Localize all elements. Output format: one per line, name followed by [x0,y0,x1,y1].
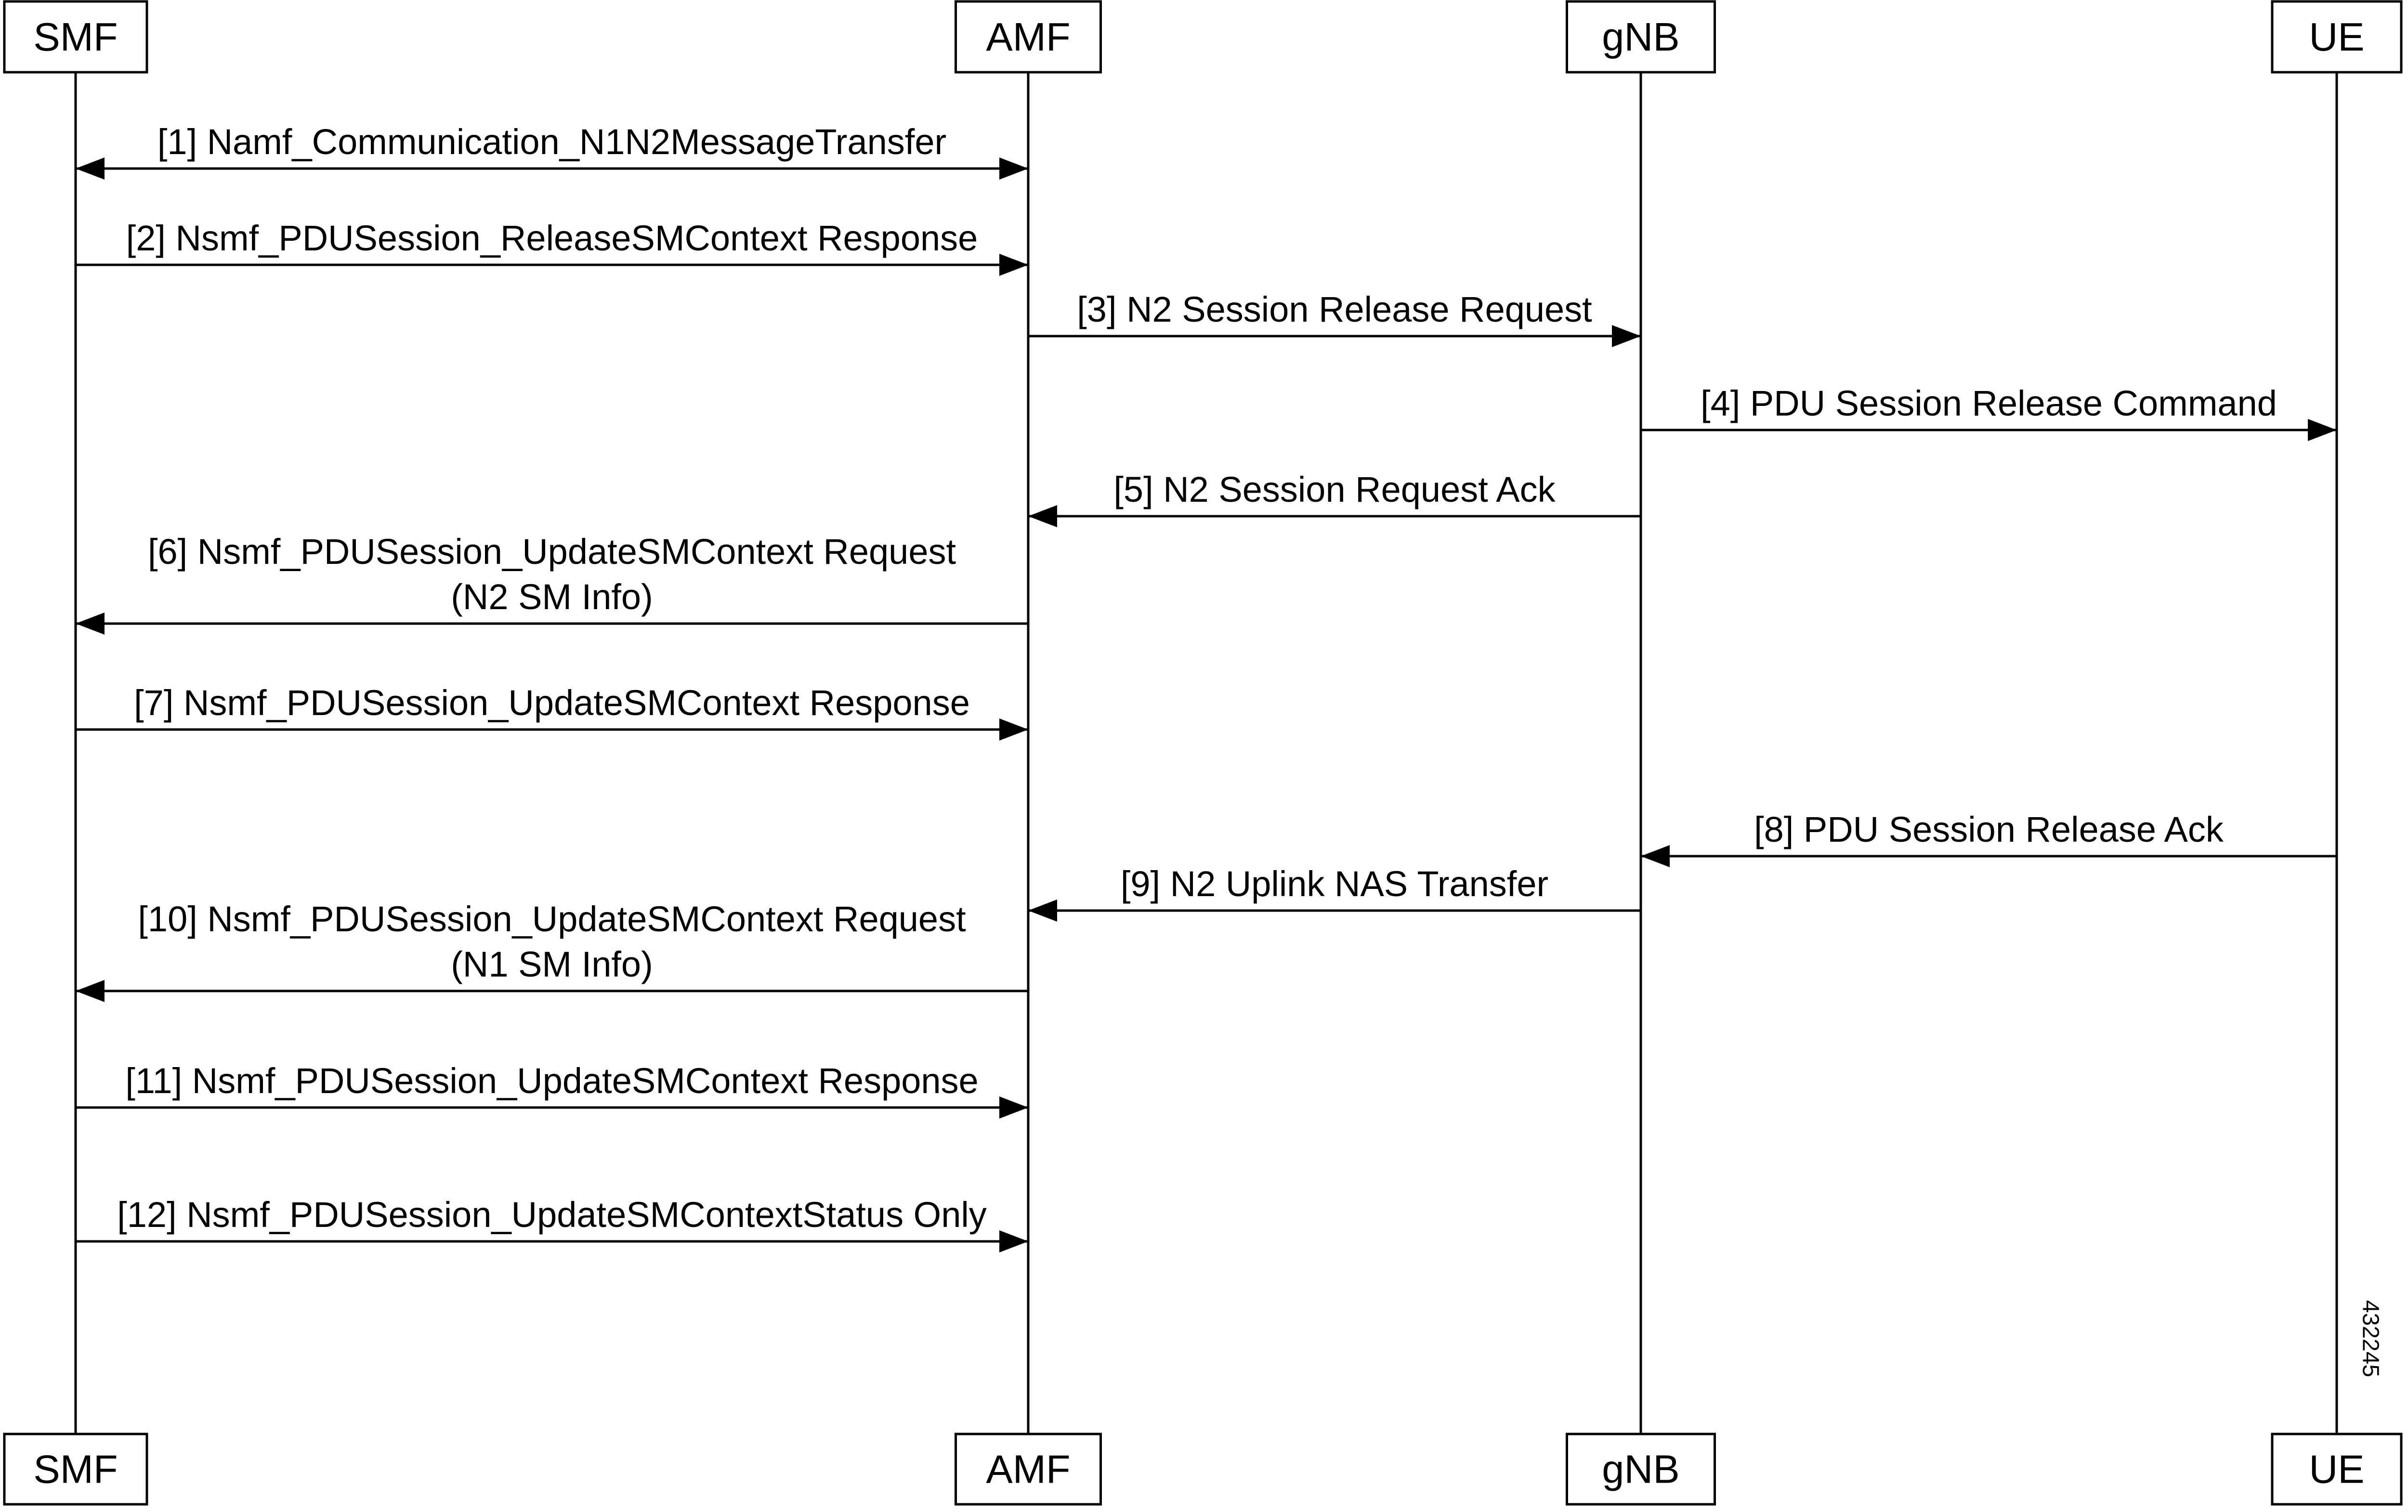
participant-ue-top: UE [2271,0,2403,74]
message-label: [7] Nsmf_PDUSession_UpdateSMContext Resp… [134,683,970,723]
message-label: [6] Nsmf_PDUSession_UpdateSMContext Requ… [148,532,956,572]
message-5: [5] N2 Session Request Ack [1028,469,1641,527]
message-4: [4] PDU Session Release Command [1641,383,2337,441]
message-label: [2] Nsmf_PDUSession_ReleaseSMContext Res… [126,218,978,258]
message-10: [10] Nsmf_PDUSession_UpdateSMContext Req… [76,899,1028,1002]
message-label: [4] PDU Session Release Command [1701,383,2277,423]
message-2: [2] Nsmf_PDUSession_ReleaseSMContext Res… [76,218,1028,276]
message-1: [1] Namf_Communication_N1N2MessageTransf… [76,122,1028,180]
message-3: [3] N2 Session Release Request [1028,289,1641,347]
participant-label: AMF [986,1447,1070,1492]
participant-label: gNB [1602,1447,1679,1492]
participant-box [2271,1433,2403,1506]
participant-amf-top: AMF [955,0,1102,74]
participant-label: AMF [986,14,1070,59]
participant-label: SMF [33,1447,118,1492]
participant-label: gNB [1602,14,1679,59]
message-label: [9] N2 Uplink NAS Transfer [1121,864,1548,904]
participant-smf-top: SMF [3,0,148,74]
message-11: [11] Nsmf_PDUSession_UpdateSMContext Res… [76,1061,1028,1119]
lifelines [74,72,2338,1434]
message-label: [12] Nsmf_PDUSession_UpdateSMContextStat… [117,1195,987,1235]
participant-gnb-bottom: gNB [1566,1433,1716,1506]
message-12: [12] Nsmf_PDUSession_UpdateSMContextStat… [76,1195,1028,1252]
participant-box [3,0,148,74]
participant-label: SMF [33,14,118,59]
participant-amf-bottom: AMF [955,1433,1102,1506]
message-label: [10] Nsmf_PDUSession_UpdateSMContext Req… [138,899,966,939]
message-9: [9] N2 Uplink NAS Transfer [1028,864,1641,922]
message-8: [8] PDU Session Release Ack [1641,809,2337,867]
message-label: [11] Nsmf_PDUSession_UpdateSMContext Res… [125,1061,978,1101]
participant-box [2271,0,2403,74]
participant-smf-bottom: SMF [3,1433,148,1506]
message-label: (N2 SM Info) [451,577,653,617]
participant-gnb-top: gNB [1566,0,1716,74]
participant-box [1566,0,1716,74]
participant-box [3,1433,148,1506]
messages: [1] Namf_Communication_N1N2MessageTransf… [76,122,2337,1252]
participant-box [1566,1433,1716,1506]
message-label: [3] N2 Session Release Request [1077,289,1592,329]
message-label: [5] N2 Session Request Ack [1113,469,1556,509]
participants: SMF SMF AMF AMF gNB gNB UE UE [3,0,2403,1506]
message-label: [8] PDU Session Release Ack [1754,809,2224,849]
participant-box [955,0,1102,74]
message-label: (N1 SM Info) [451,944,653,984]
participant-label: UE [2309,14,2364,59]
participant-box [955,1433,1102,1506]
figure-id: 432245 [2358,1300,2383,1377]
message-7: [7] Nsmf_PDUSession_UpdateSMContext Resp… [76,683,1028,741]
participant-ue-bottom: UE [2271,1433,2403,1506]
participant-label: UE [2309,1447,2364,1492]
message-label: [1] Namf_Communication_N1N2MessageTransf… [157,122,946,162]
message-6: [6] Nsmf_PDUSession_UpdateSMContext Requ… [76,532,1028,635]
